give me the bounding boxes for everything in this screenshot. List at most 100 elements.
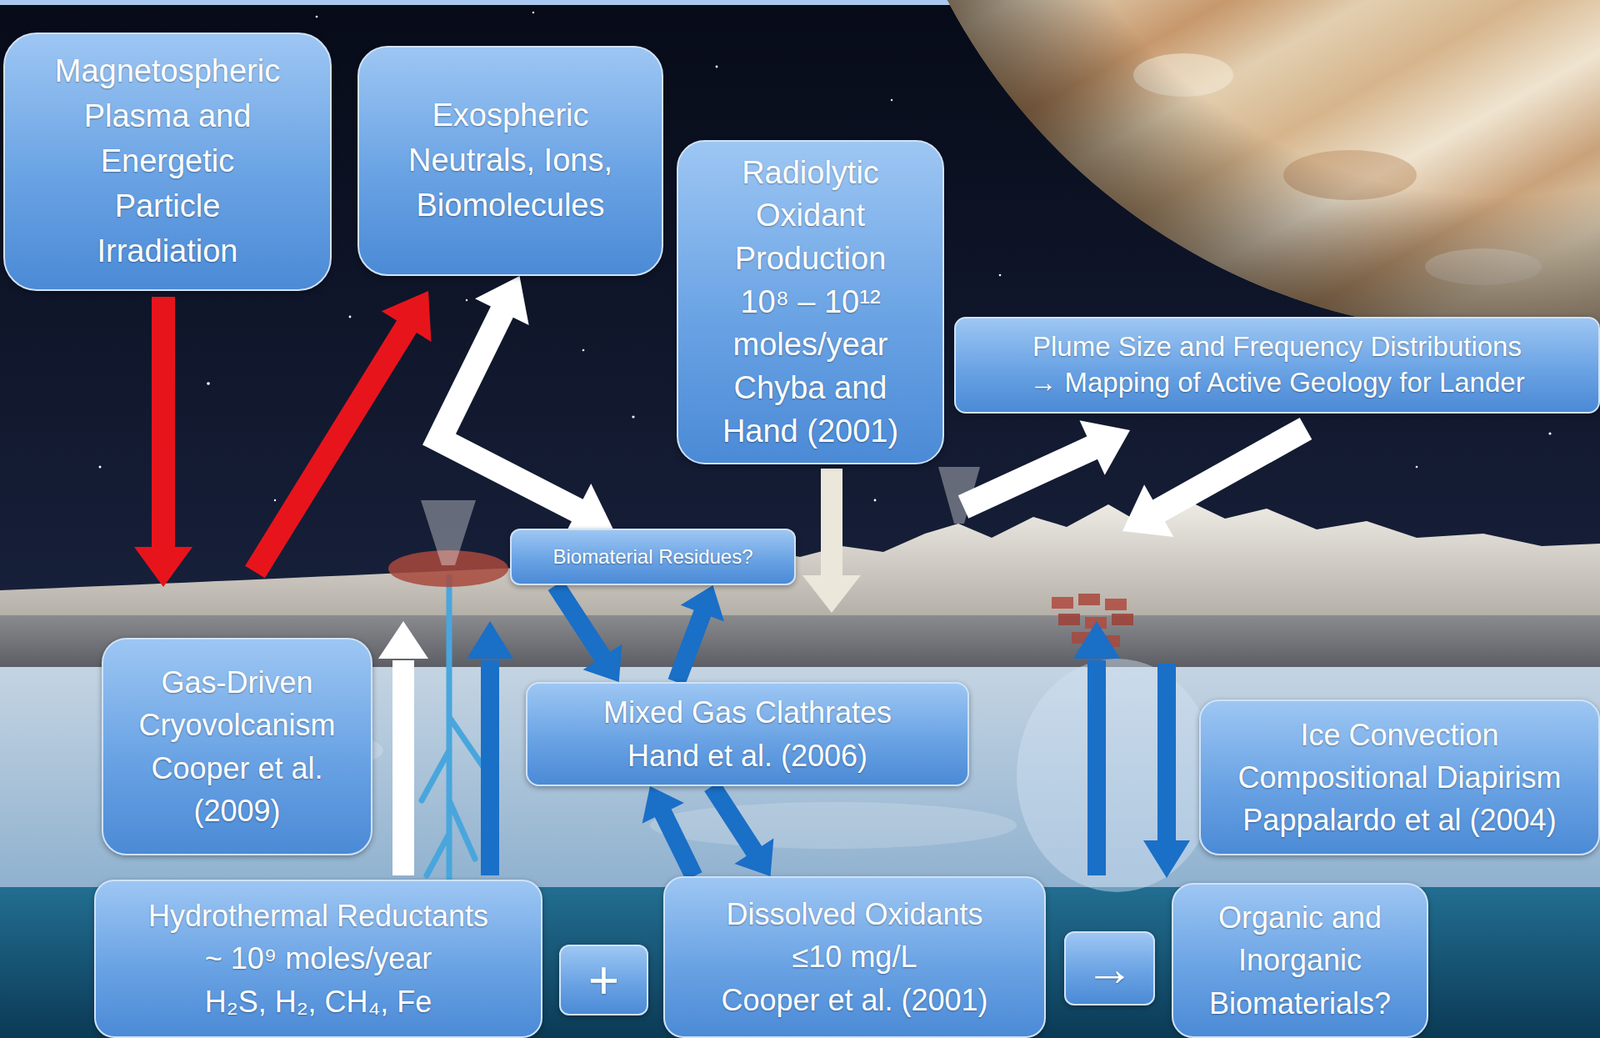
diapir (1016, 658, 1217, 892)
box-text: Chyba and Hand (2001) (711, 366, 910, 453)
box-text: Hand et al. (2006) (560, 734, 935, 777)
disrupted-block (1111, 613, 1134, 625)
arrow-head (583, 644, 623, 682)
box-text: Magnetospheric Plasma and Energetic Part… (50, 49, 285, 275)
arrow-head (1143, 840, 1190, 878)
arrow-head (134, 546, 193, 587)
plume-vent (420, 500, 476, 565)
plume-down-arrow (1122, 428, 1306, 537)
connector-arrow (676, 585, 725, 682)
arrow-head (802, 575, 861, 613)
process-box: Gas-Driven CryovolcanismCooper et al. (2… (101, 637, 373, 855)
arrow-shaft (1157, 663, 1176, 842)
convection-up-arrow (1073, 620, 1120, 875)
arrow-shaft (1156, 428, 1306, 512)
arrow-head (734, 838, 774, 876)
star (1415, 465, 1419, 469)
arrow-shaft (1087, 660, 1106, 875)
box-text: Exospheric Neutrals, Ions, Biomolecules (386, 93, 635, 229)
arrow-shaft (480, 660, 500, 875)
star (99, 465, 102, 469)
arrow-shaft (676, 611, 704, 682)
sputtering-arrow (255, 290, 432, 572)
star (631, 415, 635, 418)
label-box: Biomaterial Residues? (510, 528, 796, 585)
process-box: Magnetospheric Plasma and Energetic Part… (3, 32, 332, 291)
box-text: Ice Convection Compositional Diapirism (1225, 713, 1575, 799)
space-sky (0, 0, 1600, 634)
arrow-shaft (711, 785, 755, 852)
star (206, 381, 210, 385)
box-text: + (564, 953, 644, 1007)
box-text: Organic and Inorganic Biomaterials? (1193, 895, 1407, 1024)
cryovolcanic-conduit (421, 576, 484, 889)
arrow-shaft (662, 811, 695, 876)
process-box: Hydrothermal Reductants~ 10⁹ moles/yearH… (94, 879, 543, 1038)
process-box: Organic and Inorganic Biomaterials? (1171, 882, 1429, 1038)
reductant-up-arrow (378, 620, 429, 875)
arrow-shaft (151, 296, 175, 549)
process-box: Ice Convection Compositional DiapirismPa… (1199, 699, 1600, 855)
process-box: Exospheric Neutrals, Ions, Biomolecules (357, 45, 664, 276)
arrow-head (378, 620, 429, 659)
star (1548, 431, 1551, 435)
process-box: Dissolved Oxidants≤10 mg/LCooper et al. … (663, 875, 1046, 1038)
box-text: ≤10 mg/L (681, 935, 1028, 978)
box-text: → (1069, 944, 1150, 993)
ice-texture (650, 801, 1017, 849)
box-text: ~ 10⁹ moles/year (112, 936, 525, 980)
box-text: Gas-Driven Cryovolcanism (125, 660, 349, 746)
box-text: Pappalardo et al (2004) (1225, 798, 1575, 841)
disrupted-block (1105, 598, 1127, 610)
arrow-shaft (439, 310, 580, 511)
plume-up-arrow (963, 420, 1130, 507)
disrupted-block (1058, 613, 1080, 625)
connector-arrow (642, 785, 695, 876)
oxidant-delivery-arrow (802, 468, 861, 613)
subsurface-ocean (0, 886, 1600, 1038)
arrow-head (381, 290, 432, 342)
arrow-head (466, 620, 514, 659)
jupiter (833, 0, 1600, 350)
arrow-head (1122, 484, 1174, 537)
irradiation-arrow (134, 296, 193, 587)
star (715, 65, 719, 69)
star (874, 499, 877, 502)
arrow-head (680, 585, 725, 622)
box-text: Cooper et al. (2001) (681, 978, 1028, 1021)
conduit-up-arrow (466, 620, 514, 875)
process-box: Plume Size and Frequency Distributions→ … (954, 316, 1600, 414)
jupiter-limb (833, 0, 1600, 350)
operator-box: → (1064, 930, 1155, 1005)
box-text: Plume Size and Frequency Distributions (972, 329, 1582, 365)
arrow-shaft (255, 325, 408, 572)
box-text: Cooper et al. (2009) (125, 746, 349, 832)
arrow-head (475, 275, 530, 325)
arrow-shaft (820, 468, 843, 577)
process-box: Mixed Gas ClathratesHand et al. (2006) (525, 681, 970, 786)
convection-down-arrow (1143, 663, 1190, 878)
connector-arrow (711, 785, 774, 876)
arrow-head (1073, 620, 1120, 659)
disrupted-block (1051, 596, 1074, 609)
box-text: Radiolytic Oxidant Production (711, 151, 910, 281)
arrow-shaft (555, 585, 604, 659)
box-text: H₂S, H₂, CH₄, Fe (112, 980, 525, 1023)
connector-arrow (439, 275, 613, 537)
star (890, 99, 893, 101)
arrow-head (642, 785, 685, 824)
operator-box: + (559, 944, 649, 1015)
connector-arrow (555, 585, 623, 682)
star (349, 315, 352, 319)
box-text: Hydrothermal Reductants (112, 894, 525, 937)
jupiter-bands (833, 0, 1600, 350)
box-text: → Mapping of Active Geology for Lander (972, 365, 1582, 401)
star (274, 499, 276, 501)
box-text: Dissolved Oxidants (681, 892, 1028, 935)
star (315, 15, 319, 19)
disrupted-block (1078, 593, 1100, 605)
box-text: Biomaterial Residues? (521, 545, 785, 570)
star (582, 349, 585, 352)
icy-surface (0, 498, 1600, 619)
